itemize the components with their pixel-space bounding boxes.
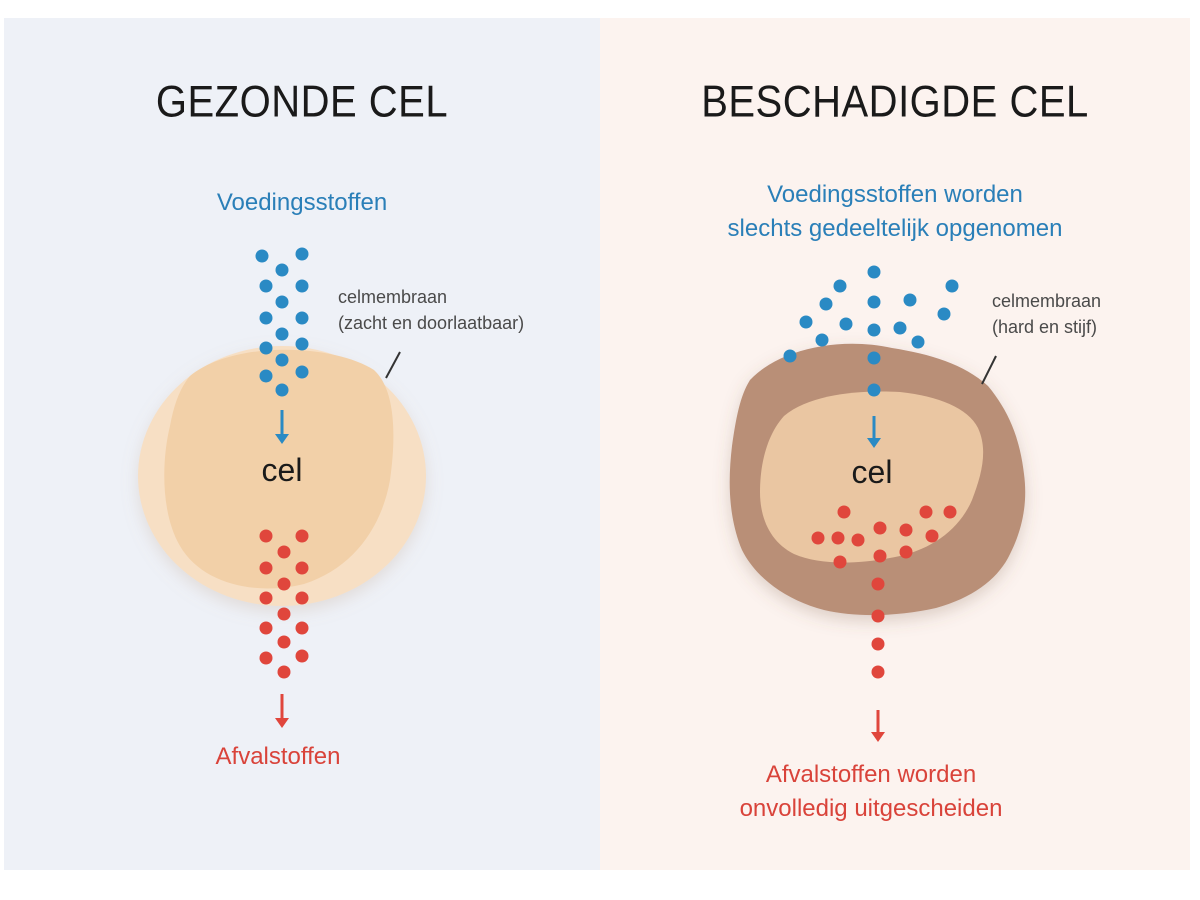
waste-particle — [871, 577, 885, 591]
healthy-cell-word: cel — [261, 452, 303, 488]
damaged-cell-interior — [760, 391, 984, 563]
nutrient-particle — [255, 249, 269, 263]
waste-particle — [295, 621, 309, 635]
damaged-nutrient-arrow — [867, 416, 881, 448]
healthy-membrane-label-line2: (zacht en doorlaatbaar) — [338, 313, 525, 333]
nutrient-particle — [867, 295, 881, 309]
waste-particle — [295, 649, 309, 663]
damaged-membrane-label-line2: (hard en stijf) — [992, 317, 1098, 337]
healthy-waste-arrow — [275, 694, 289, 728]
damaged-nutrients-label-line2: slechts gedeeltelijk opgenomen — [727, 215, 1063, 242]
damaged-cell-diagram — [729, 265, 1026, 742]
damaged-waste-label-line1: Afvalstoffen worden — [765, 761, 977, 788]
nutrient-particle — [295, 279, 309, 293]
damaged-membrane-label-line1: celmembraan — [992, 291, 1102, 311]
waste-particle — [259, 591, 273, 605]
nutrient-particle — [867, 351, 881, 365]
waste-particle — [837, 505, 851, 519]
damaged-waste-arrow — [871, 710, 885, 742]
waste-particle — [259, 621, 273, 635]
healthy-membrane-label: celmembraan (zacht en doorlaatbaar) — [338, 284, 524, 336]
nutrient-particle — [911, 335, 925, 349]
nutrient-particle — [259, 311, 273, 325]
healthy-waste-label: Afvalstoffen — [215, 743, 341, 770]
healthy-membrane-label-line1: celmembraan — [338, 287, 448, 307]
damaged-cell-word: cel — [851, 454, 893, 490]
nutrient-particle — [295, 365, 309, 379]
waste-particle — [259, 529, 273, 543]
nutrient-particle — [945, 279, 959, 293]
waste-particle — [277, 577, 291, 591]
nutrient-particle — [867, 323, 881, 337]
nutrient-particle — [259, 279, 273, 293]
waste-particle — [295, 591, 309, 605]
waste-particle — [259, 651, 273, 665]
healthy-cell-interior — [164, 349, 394, 589]
damaged-cell-panel: BESCHADIGDE CEL Voedingsstoffen worden s… — [600, 18, 1190, 870]
nutrient-particle — [275, 263, 289, 277]
waste-particle — [295, 529, 309, 543]
damaged-waste-label: Afvalstoffen worden onvolledig uitgesche… — [576, 758, 1166, 826]
nutrient-particle — [815, 333, 829, 347]
waste-particle — [871, 637, 885, 651]
nutrient-particle — [799, 315, 813, 329]
damaged-membrane-pointer — [981, 355, 997, 385]
healthy-membrane-pointer — [385, 351, 401, 379]
nutrient-particle — [819, 297, 833, 311]
healthy-nutrient-arrow — [275, 410, 289, 444]
nutrient-particle — [937, 307, 951, 321]
waste-particle — [295, 561, 309, 575]
waste-particle — [851, 533, 865, 547]
waste-particle — [833, 555, 847, 569]
nutrient-particle — [867, 265, 881, 279]
nutrient-particle — [867, 383, 881, 397]
healthy-nutrient-particles — [255, 247, 309, 397]
nutrient-particle — [833, 279, 847, 293]
damaged-nutrient-particles — [783, 265, 959, 397]
nutrient-particle — [275, 383, 289, 397]
damaged-waste-label-line2: onvolledig uitgescheiden — [739, 795, 1003, 822]
nutrient-particle — [275, 353, 289, 367]
waste-particle — [919, 505, 933, 519]
waste-particle — [899, 545, 913, 559]
damaged-membrane-label: celmembraan (hard en stijf) — [992, 288, 1101, 340]
nutrient-particle — [275, 327, 289, 341]
healthy-nutrients-label: Voedingsstoffen — [216, 189, 388, 216]
waste-particle — [871, 609, 885, 623]
nutrient-particle — [893, 321, 907, 335]
nutrient-particle — [295, 247, 309, 261]
healthy-cell-panel: GEZONDE CEL Voedingsstoffen celmembraan … — [4, 18, 600, 870]
damaged-nutrients-label: Voedingsstoffen worden slechts gedeeltel… — [600, 178, 1190, 246]
waste-particle — [277, 607, 291, 621]
waste-particle — [871, 665, 885, 679]
waste-particle — [811, 531, 825, 545]
nutrient-particle — [783, 349, 797, 363]
healthy-cell-diagram — [138, 247, 426, 728]
nutrient-particle — [275, 295, 289, 309]
waste-particle — [925, 529, 939, 543]
waste-particle — [873, 521, 887, 535]
nutrient-particle — [259, 369, 273, 383]
waste-particle — [831, 531, 845, 545]
waste-particle — [899, 523, 913, 537]
waste-particle — [277, 665, 291, 679]
damaged-waste-particles — [811, 505, 957, 679]
nutrient-particle — [295, 311, 309, 325]
waste-particle — [943, 505, 957, 519]
nutrient-particle — [839, 317, 853, 331]
waste-particle — [873, 549, 887, 563]
nutrient-particle — [259, 341, 273, 355]
waste-particle — [259, 561, 273, 575]
healthy-cell-title: GEZONDE CEL — [155, 77, 449, 127]
healthy-waste-particles — [259, 529, 309, 679]
waste-particle — [277, 635, 291, 649]
waste-particle — [277, 545, 291, 559]
damaged-cell-title: BESCHADIGDE CEL — [701, 77, 1089, 127]
nutrient-particle — [295, 337, 309, 351]
nutrient-particle — [903, 293, 917, 307]
damaged-nutrients-label-line1: Voedingsstoffen worden — [767, 181, 1023, 208]
